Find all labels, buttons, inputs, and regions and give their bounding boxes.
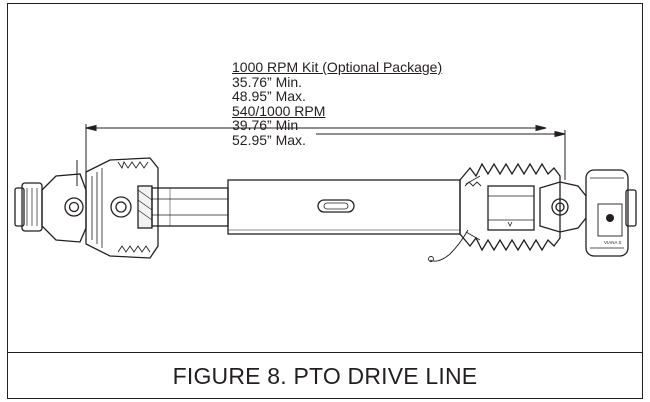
- right-yoke: [539, 169, 637, 257]
- rpm-max-length: 52.95” Max.: [232, 131, 306, 148]
- rpm-min-length: 39.76” Min: [232, 117, 299, 133]
- guard-tube: [227, 179, 461, 235]
- left-shield: [85, 157, 159, 259]
- kit-max-length: 48.95” Max.: [232, 88, 306, 104]
- figure-caption: FIGURE 8. PTO DRIVE LINE: [172, 363, 478, 389]
- dimension-lines: [76, 124, 566, 186]
- clutch-tag-text: VIANA S: [604, 240, 622, 245]
- caption-divider: [7, 352, 643, 353]
- right-shield: [459, 162, 561, 252]
- left-yoke: [14, 173, 87, 243]
- kit-heading: 1000 RPM Kit (Optional Package): [232, 59, 443, 75]
- rpm-heading: 540/1000 RPM: [232, 102, 326, 119]
- safety-chains: [428, 181, 482, 262]
- kit-min-length: 35.76” Min.: [232, 73, 303, 90]
- dimension-callouts: 1000 RPM Kit (Optional Package) 35.76” M…: [232, 60, 442, 147]
- inner-tube: [151, 187, 229, 227]
